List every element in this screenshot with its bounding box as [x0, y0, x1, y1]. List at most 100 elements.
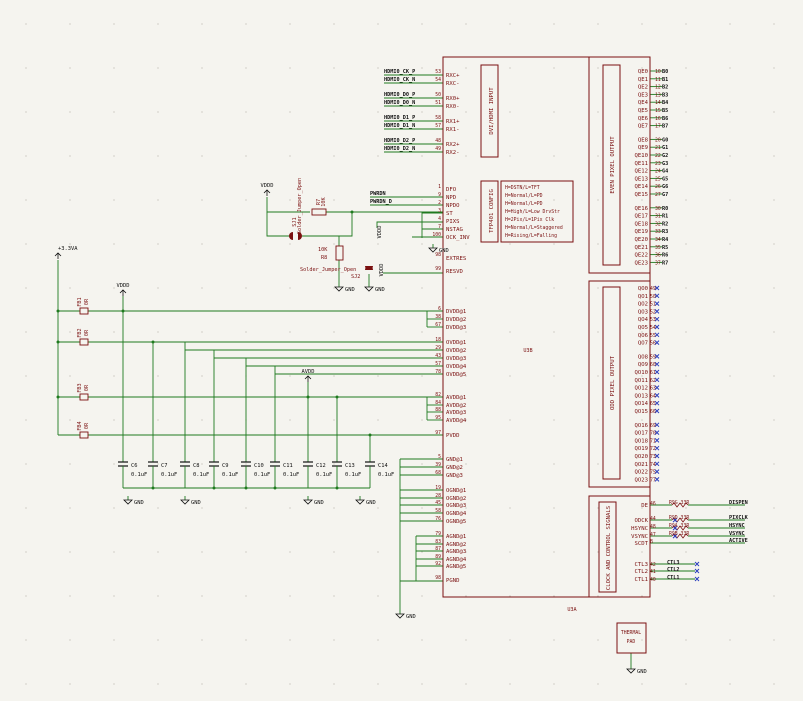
grid-dot	[685, 67, 687, 69]
grid-dot	[157, 111, 159, 113]
ground-icon	[303, 499, 313, 505]
pin-number: 28	[435, 493, 441, 499]
even-net-label: B1	[662, 77, 668, 83]
no-connect-icon	[654, 461, 660, 467]
ctl-net-label: CTL2	[667, 567, 680, 573]
grid-dot	[333, 595, 335, 597]
grid-dot	[201, 67, 203, 69]
grid-dot	[245, 507, 247, 509]
pin-name: QE12	[635, 169, 648, 175]
input-net-label: HDMI0_D1_P	[384, 115, 415, 121]
pin-number: 38	[435, 314, 441, 320]
grid-dot	[377, 199, 379, 201]
pin-name: DVDD@2	[446, 317, 466, 323]
no-connect-icon	[672, 517, 678, 523]
even-net-label: B6	[662, 116, 668, 122]
fb-ref: FB1	[77, 297, 83, 306]
series-resistor-label: R9D 33R	[669, 515, 689, 521]
grid-dot	[773, 199, 775, 201]
grid-dot	[245, 331, 247, 333]
r8-ref: R8	[321, 255, 327, 261]
power-label: AVDD	[302, 369, 315, 375]
cap-value: 0.1uF	[378, 472, 394, 478]
power-arrow-icon	[54, 252, 62, 259]
grid-dot	[729, 683, 731, 685]
pin-name: QE1	[638, 77, 648, 83]
grid-dot	[641, 595, 643, 597]
sj1-value: Solder_Jumper_Open	[297, 178, 303, 234]
grid-dot	[685, 331, 687, 333]
grid-dot	[377, 375, 379, 377]
input-net-label: HDMI0_D1_N	[384, 123, 415, 129]
u3a-ref: U3A	[567, 607, 577, 613]
even-net-label: R7	[662, 260, 668, 266]
resistor-zigzag-icon	[671, 525, 689, 531]
sj1-out-wire	[302, 212, 353, 237]
grid-dot	[157, 463, 159, 465]
even-net-label: G6	[662, 184, 668, 190]
pin-name: PIXS	[446, 219, 459, 225]
pin-number: 55	[650, 333, 656, 339]
config-note: H=Normal/L=PD	[505, 193, 543, 199]
pin-name: QO2	[638, 302, 648, 308]
pin-number: 51	[650, 302, 656, 308]
no-connect-icon	[654, 469, 660, 474]
r8-resistor	[335, 245, 344, 261]
grid-dot	[685, 683, 687, 685]
pin-name: QO18	[635, 438, 649, 444]
junction-dot	[56, 340, 60, 344]
thermal-pad-box	[616, 622, 647, 654]
vddd-wire	[266, 197, 310, 213]
no-connect-icon	[654, 385, 660, 390]
grid-dot	[289, 595, 291, 597]
odd-label-box	[602, 286, 621, 480]
pwrdn-label: PWRDN	[370, 191, 386, 197]
grid-dot	[377, 243, 379, 245]
pin-number: 88	[435, 407, 441, 413]
grid-dot	[333, 375, 335, 377]
grid-dot	[421, 199, 423, 201]
grid-dot	[113, 463, 115, 465]
grid-dot	[201, 199, 203, 201]
grid-dot	[465, 551, 467, 553]
clk-net-label: PIXCLK	[729, 515, 749, 521]
grid-dot	[509, 507, 511, 509]
grid-dot	[421, 67, 423, 69]
pin-name: QO13	[635, 393, 648, 399]
grid-dot	[113, 23, 115, 25]
ferrite-bead	[79, 307, 89, 315]
pin-name: CTL3	[635, 562, 648, 568]
grid-dot	[245, 199, 247, 201]
odd-section-label: ODD PIXEL OUTPUT	[610, 355, 616, 410]
grid-dot	[69, 507, 71, 509]
pin-number: 53	[435, 69, 441, 75]
ground-icon	[123, 499, 133, 505]
pin-name: QO1	[638, 294, 648, 300]
series-resistor-label: R9G 33R	[669, 500, 689, 506]
grid-dot	[553, 375, 555, 377]
grid-dot	[509, 683, 511, 685]
pin-number: 32	[655, 221, 661, 227]
cap-value: 0.1uF	[254, 472, 270, 478]
grid-dot	[465, 155, 467, 157]
grid-dot	[597, 23, 599, 25]
grid-dot	[597, 243, 599, 245]
grid-dot	[553, 683, 555, 685]
grid-dot	[25, 639, 27, 641]
ctl-net-label: CTL1	[667, 575, 680, 581]
pin-name: OCK_INV	[446, 235, 470, 241]
sj1-wire	[266, 212, 291, 237]
cap-ref: C9	[222, 463, 229, 469]
grid-dot	[25, 683, 27, 685]
pin-name: QO10	[635, 370, 648, 376]
grid-dot	[25, 595, 27, 597]
pin-name: OVDD@1	[446, 340, 466, 346]
grid-dot	[773, 419, 775, 421]
pin-number: 54	[650, 325, 656, 331]
grid-dot	[113, 331, 115, 333]
power-arrow-icon	[263, 189, 271, 196]
grid-dot	[245, 155, 247, 157]
grid-dot	[69, 199, 71, 201]
cap-value: 0.1uF	[131, 472, 147, 478]
grid-dot	[113, 287, 115, 289]
